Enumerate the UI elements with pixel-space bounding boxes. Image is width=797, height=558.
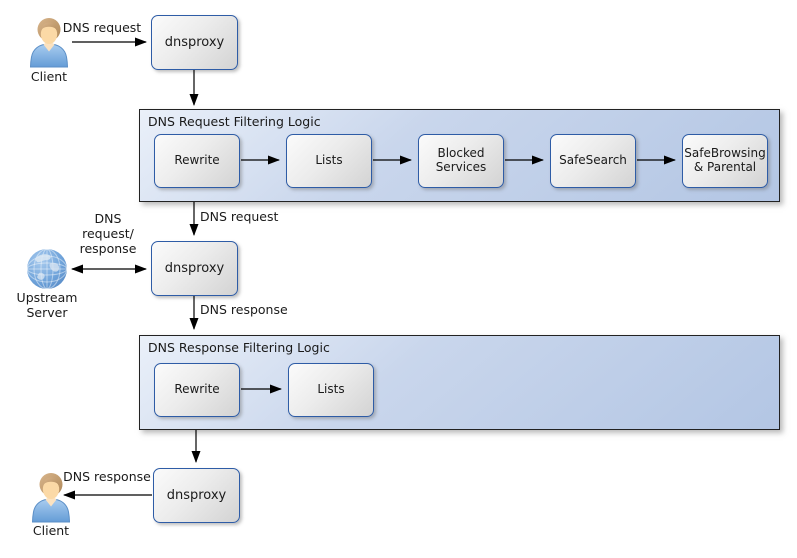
upstream-server-label: Upstream Server — [16, 290, 78, 320]
filter-box-label: Blocked Services — [435, 146, 487, 174]
client-top — [27, 16, 71, 72]
filter-box-lists-response: Lists — [288, 363, 374, 417]
filter-box-rewrite-request: Rewrite — [154, 134, 240, 188]
filter-box-label: SafeSearch — [559, 153, 627, 168]
dnsproxy-node-bottom: dnsproxy — [153, 468, 240, 523]
request-filter-container: DNS Request Filtering Logic Rewrite List… — [139, 109, 780, 202]
filter-box-label: Rewrite — [174, 382, 220, 397]
label-dns-response-mid: DNS response — [200, 302, 288, 317]
person-icon — [29, 18, 69, 68]
filter-box-safebrowsing-parental: SafeBrowsing & Parental — [682, 134, 768, 188]
label-dns-request-mid: DNS request — [200, 209, 279, 224]
filter-box-label: SafeBrowsing & Parental — [684, 146, 766, 174]
filter-box-label: Rewrite — [174, 153, 220, 168]
dnsproxy-label: dnsproxy — [164, 261, 225, 276]
filter-box-label: Lists — [317, 382, 345, 397]
upstream-server — [25, 247, 69, 295]
person-icon — [31, 473, 71, 523]
filter-box-blocked-services: Blocked Services — [418, 134, 504, 188]
globe-icon — [26, 248, 68, 290]
dnsproxy-node-top: dnsproxy — [151, 15, 238, 70]
filter-box-safesearch: SafeSearch — [550, 134, 636, 188]
client-top-label: Client — [30, 69, 68, 84]
label-dns-request-top: DNS request — [62, 20, 142, 35]
client-bottom — [29, 471, 73, 527]
filter-box-rewrite-response: Rewrite — [154, 363, 240, 417]
dnsproxy-label: dnsproxy — [166, 488, 227, 503]
response-filter-title: DNS Response Filtering Logic — [148, 340, 330, 355]
filter-box-lists-request: Lists — [286, 134, 372, 188]
request-filter-title: DNS Request Filtering Logic — [148, 114, 321, 129]
label-upstream-exchange: DNS request/ response — [79, 211, 137, 256]
client-bottom-label: Client — [32, 523, 70, 538]
response-filter-container: DNS Response Filtering Logic Rewrite Lis… — [139, 335, 780, 430]
dnsproxy-node-middle: dnsproxy — [151, 241, 238, 296]
dnsproxy-label: dnsproxy — [164, 35, 225, 50]
label-dns-response-bottom: DNS response — [63, 469, 151, 484]
filter-box-label: Lists — [315, 153, 343, 168]
